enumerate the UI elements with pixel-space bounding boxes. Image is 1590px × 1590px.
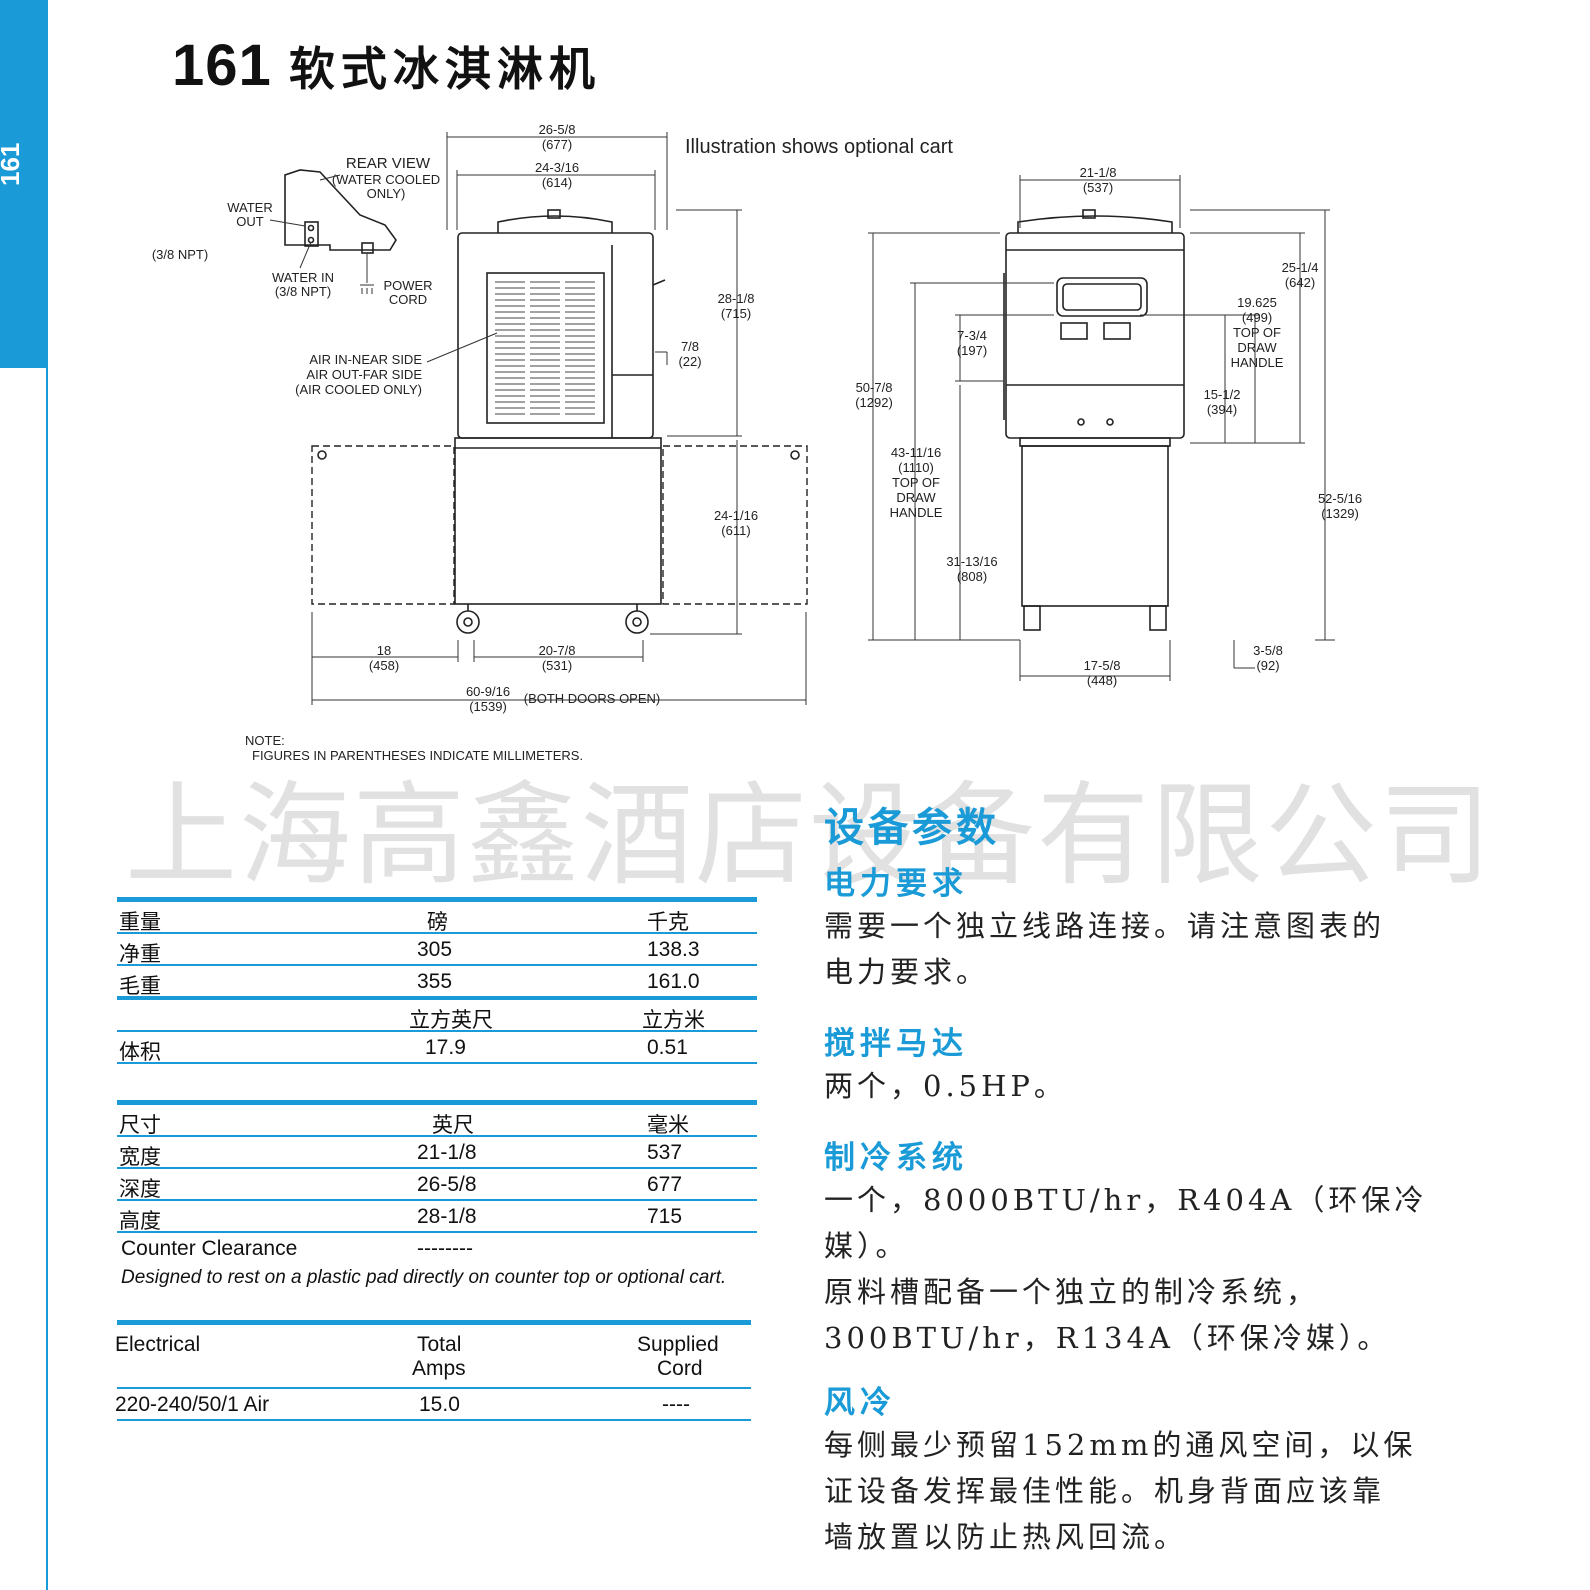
rear-view-sub2: ONLY) (367, 186, 406, 201)
specs-heading: 设备参数 (824, 804, 1000, 851)
power-cord-label2: CORD (389, 292, 427, 307)
table-top-rule (117, 1318, 751, 1325)
dim-17-5-8: 17-5/8 (1084, 658, 1121, 673)
dim-3-5-8-mm: (92) (1256, 658, 1279, 673)
table-top-rule (117, 1098, 757, 1105)
front-width: 21-1/8 (1080, 165, 1117, 180)
dim-17-5-8-mm: (448) (1087, 673, 1117, 688)
dim-50-7-8: 50-7/8 (856, 380, 893, 395)
rear-view-title: REAR VIEW (346, 155, 431, 172)
dim-cart-height-mm: (611) (721, 523, 750, 538)
table-row: 尺寸英尺毫米 (117, 1105, 757, 1137)
dim-43-11-16: 43-11/16 (891, 445, 941, 460)
side-rule (46, 0, 48, 1590)
water-out-label: WATER (227, 200, 273, 215)
electrical-table: Electrical Total Amps Supplied Cord 220-… (115, 1318, 757, 1421)
dim-7-3-4: 7-3/4 (957, 328, 987, 343)
dim-15-1-2-mm: (394) (1207, 402, 1237, 417)
air-label-2: AIR OUT-FAR SIDE (306, 367, 422, 382)
power-cord-label: POWER (383, 278, 432, 293)
rear-view-sub1: (WATER COOLED (332, 172, 440, 187)
dim-outer-width: 26-5/8 (539, 122, 576, 137)
handle-label-2: HANDLE (890, 505, 943, 520)
note-title: NOTE: (245, 733, 285, 748)
both-doors-label: (BOTH DOORS OPEN) (524, 691, 661, 706)
drawing-caption: Illustration shows optional cart (685, 136, 953, 158)
top-of-label-2: TOP OF (892, 475, 940, 490)
spec-section-power: 电力要求 需要一个独立线路连接。请注意图表的 电力要求。 (824, 866, 1386, 989)
front-view-machine (1003, 209, 1185, 631)
table-top-rule (117, 895, 757, 902)
dim-52-5-16: 52-5/16 (1318, 491, 1362, 506)
table-row: 重量磅千克 (117, 902, 757, 934)
dim-31-13-16: 31-13/16 (946, 554, 997, 569)
top-of-label: TOP OF (1233, 325, 1281, 340)
page-title: 161 软式冰淇淋机 (172, 32, 601, 99)
dim-18: 18 (377, 643, 391, 658)
table-header-row: Electrical Total Amps Supplied Cord (115, 1325, 751, 1389)
front-width-mm: (537) (1083, 180, 1113, 195)
side-view-machine (311, 209, 808, 634)
spec-section-motor: 搅拌马达 两个，0.5HP。 (824, 1026, 1067, 1103)
model-number: 161 (172, 33, 272, 98)
table-note: Designed to rest on a plastic pad direct… (121, 1267, 727, 1288)
draw-label-2: DRAW (896, 490, 936, 505)
dim-cart-height: 24-1/16 (714, 508, 758, 523)
dim-52-5-16-mm: (1329) (1321, 506, 1359, 521)
side-view-dimensions (311, 132, 807, 705)
dim-15-1-2: 15-1/2 (1204, 387, 1241, 402)
table-row: 立方英尺立方米 (117, 1000, 757, 1032)
table-row: Counter Clearance-------- (121, 1237, 473, 1260)
dim-total-width-mm: (1539) (469, 699, 507, 714)
dim-7-8: 7/8 (681, 339, 699, 354)
note-text: FIGURES IN PARENTHESES INDICATE MILLIMET… (252, 748, 583, 763)
water-out-label2: OUT (236, 214, 264, 229)
table-row: 220-240/50/1 Air 15.0 ---- (115, 1389, 751, 1421)
air-label-3: (AIR COOLED ONLY) (295, 382, 422, 397)
dim-19-625-mm: (499) (1242, 310, 1272, 325)
product-name: 软式冰淇淋机 (288, 42, 601, 96)
dim-18-mm: (458) (369, 658, 399, 673)
spec-section-refrigeration: 制冷系统 一个，8000BTU/hr，R404A（环保冷 媒）。 原料槽配备一个… (824, 1140, 1428, 1355)
dim-50-7-8-mm: (1292) (855, 395, 893, 410)
dim-25-1-4-mm: (642) (1285, 275, 1315, 290)
dim-25-1-4: 25-1/4 (1282, 260, 1319, 275)
dim-31-13-16-mm: (808) (957, 569, 987, 584)
dim-total-width: 60-9/16 (466, 684, 510, 699)
dim-20-7-8-mm: (531) (542, 658, 572, 673)
water-in-label: WATER IN (272, 270, 334, 285)
side-tab (0, 0, 46, 368)
dim-43-11-16-mm: (1110) (898, 460, 934, 475)
dim-outer-width-mm: (677) (542, 137, 572, 152)
handle-label: HANDLE (1231, 355, 1284, 370)
dim-19-625: 19.625 (1237, 295, 1277, 310)
dim-inner-width: 24-3/16 (535, 160, 579, 175)
dim-3-5-8: 3-5/8 (1253, 643, 1283, 658)
dim-7-3-4-mm: (197) (957, 343, 987, 358)
air-label-1: AIR IN-NEAR SIDE (309, 352, 422, 367)
dimension-drawing: REAR VIEW (WATER COOLED ONLY) WATER OUT … (152, 122, 1362, 763)
rear-view-inset (269, 169, 397, 294)
water-in-npt: (3/8 NPT) (275, 284, 331, 299)
dim-top-height: 28-1/8 (718, 291, 755, 306)
dim-20-7-8: 20-7/8 (539, 643, 576, 658)
front-view-dimensions (868, 175, 1335, 681)
spec-section-aircooled: 风冷 每侧最少预留152mm的通风空间，以保 证设备发挥最佳性能。机身背面应该靠… (824, 1385, 1417, 1554)
dim-top-height-mm: (715) (721, 306, 751, 321)
dim-inner-width-mm: (614) (542, 175, 572, 190)
npt-label: (3/8 NPT) (152, 247, 208, 262)
watermark: 上海高鑫酒店设备有限公司 (125, 771, 1493, 901)
draw-label: DRAW (1237, 340, 1277, 355)
dim-7-8-mm: (22) (678, 354, 701, 369)
